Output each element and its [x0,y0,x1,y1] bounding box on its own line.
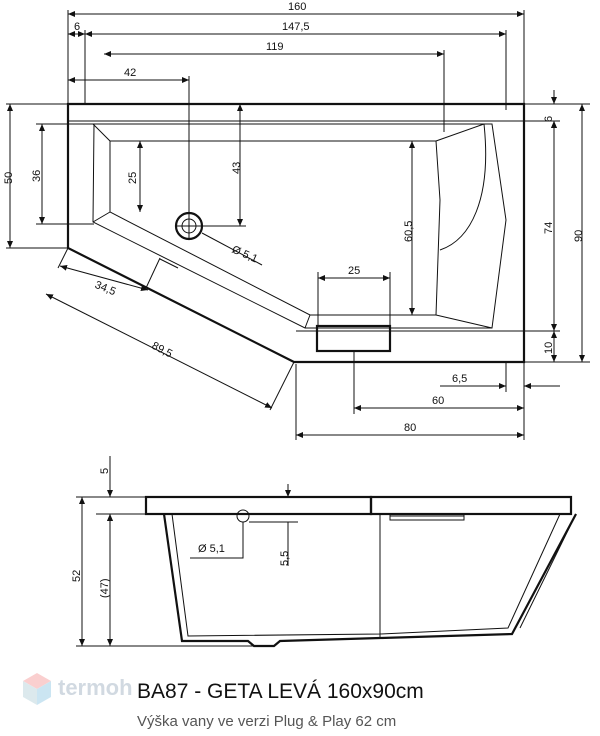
dim-60: 60 [432,395,444,407]
backrest-curve [435,123,487,251]
dim-6-top: 6 [74,21,80,33]
bowl-corner-lines [92,123,493,329]
dim-10: 10 [543,342,555,354]
dim-80: 80 [404,422,416,434]
dim-25-v: 25 [127,172,139,184]
dim-147-5: 147,5 [282,21,310,33]
top-view: 160 6 147,5 119 42 50 36 25 43 60,5 25 [3,1,590,440]
drawing-title: BA87 - GETA LEVÁ 160x90cm [137,680,424,703]
logo-text: termoh [58,675,133,700]
drawing-subtitle: Výška vany ve verzi Plug & Play 62 cm [137,713,397,730]
dim-119: 119 [266,41,284,53]
drain-side-label: Ø 5,1 [198,543,225,555]
tub-body-inner [171,513,561,637]
overflow-side [389,513,465,521]
dim-6-5: 6,5 [452,373,467,385]
drain-leader [201,232,263,266]
dim-25-h: 25 [348,265,360,277]
dim-90: 90 [573,230,585,242]
rim-right [369,495,573,516]
dim-60-5: 60,5 [403,221,415,242]
dim-5-side: 5 [99,468,111,474]
dim-43: 43 [231,162,243,174]
dim-34-5: 34,5 [93,279,117,298]
dim-52: 52 [71,570,83,582]
cube-logo-icon [23,673,51,705]
dim-47: (47) [99,578,111,598]
overflow-panel [315,324,392,353]
drain-side [236,509,250,523]
dim-50: 50 [3,172,15,184]
dim-5-5: 5,5 [279,551,291,566]
seam-mark [159,258,179,269]
dim-160: 160 [288,1,306,13]
dim-line-89-5 [45,293,273,409]
drain-side-leader [190,522,244,559]
dim-74: 74 [543,222,555,234]
side-view: Ø 5,1 5 52 (47) 5,5 [71,456,577,648]
dim-36: 36 [31,170,43,182]
dim-6-right: 6 [543,116,555,122]
watermark-logo: termoh [22,672,142,706]
rim-left [144,495,373,516]
dim-42: 42 [124,67,136,79]
drain-diameter-label: Ø 5,1 [230,244,259,266]
tub-body-outline [162,513,577,648]
inner-bowl-outer [92,123,507,329]
dim-line-34-5 [59,264,149,292]
